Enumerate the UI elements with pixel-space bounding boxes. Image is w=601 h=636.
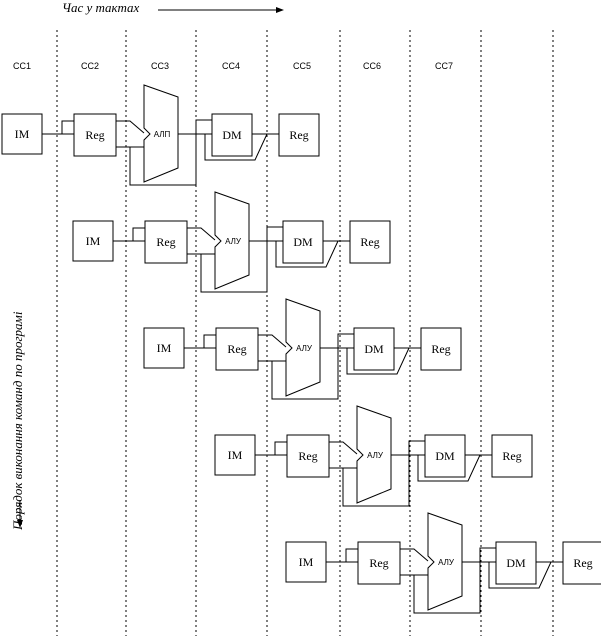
dm-label: DM [506,556,526,570]
alu-shape [285,298,321,397]
dm-label: DM [435,449,455,463]
reg-write-box [278,113,320,157]
alu-feedback-wire [342,455,410,507]
reg-write-label: Reg [289,128,308,142]
latch-wire [345,548,358,562]
axis-arrows [17,7,284,528]
reg-to-alu-wire-a [187,227,216,241]
alu-label: АЛУ [438,558,455,567]
mem-bypass-wire [488,561,552,589]
reg-read-label: Reg [227,342,246,356]
cycle-label: CC4 [222,61,240,71]
alu-feedback-wire [129,134,197,186]
dm-box [353,327,395,371]
dm-label: DM [222,128,242,142]
dm-box [495,541,537,585]
dm-box [282,220,324,264]
reg-read-box [286,434,330,478]
reg-read-box [144,220,188,264]
cycle-label: CC3 [151,61,169,71]
alu-label: АЛП [154,130,171,139]
reg-write-box [420,327,462,371]
im-label: IM [228,448,243,462]
reg-read-label: Reg [298,449,317,463]
cycle-labels: CC1 CC2 CC3 CC4 CC5 CC6 CC7 [13,61,453,71]
order-arrow-head [17,520,23,528]
time-arrow-head [276,7,284,13]
instruction-row: IM Reg АЛУ DM Reg [285,512,601,614]
reg-read-label: Reg [369,556,388,570]
latch-wire [274,441,287,455]
alu-feedback-wire [413,562,481,614]
cycle-label: CC6 [363,61,381,71]
latch-wire [203,334,216,348]
reg-write-box [491,434,533,478]
latch-wire [61,120,74,134]
alu-label: АЛУ [225,237,242,246]
dm-box [424,434,466,478]
reg-write-label: Reg [360,235,379,249]
im-label: IM [157,341,172,355]
alu-latch-wire [266,226,283,241]
alu-latch-wire [337,333,354,348]
instruction-row: IM Reg АЛУ DM Reg [214,405,533,507]
reg-write-label: Reg [502,449,521,463]
im-label: IM [299,555,314,569]
reg-write-label: Reg [431,342,450,356]
mem-bypass-wire [204,133,268,161]
cycle-label: CC2 [81,61,99,71]
reg-write-box [349,220,391,264]
dm-label: DM [364,342,384,356]
alu-shape [356,405,392,504]
instruction-row: IM Reg АЛП DM Reg [1,84,320,186]
alu-latch-wire [195,119,212,134]
dm-label: DM [293,235,313,249]
alu-label: АЛУ [367,451,384,460]
alu-feedback-wire [200,241,268,293]
cycle-gridlines [56,30,554,636]
cycle-label: CC1 [13,61,31,71]
alu-label: АЛУ [296,344,313,353]
alu-shape [214,191,250,290]
mem-bypass-wire [275,240,339,268]
mem-bypass-wire [417,454,481,482]
reg-to-alu-wire-a [400,548,429,562]
reg-write-box [562,541,601,585]
im-label: IM [86,234,101,248]
reg-to-alu-wire-a [116,120,145,134]
cycle-label: CC7 [435,61,453,71]
reg-read-label: Reg [85,128,104,142]
reg-read-box [215,327,259,371]
latch-wire [132,227,145,241]
reg-read-box [357,541,401,585]
alu-feedback-wire [271,348,339,400]
reg-to-alu-wire-a [329,441,358,455]
alu-shape [143,84,179,183]
dm-box [211,113,253,157]
instruction-row: IM Reg АЛУ DM Reg [143,298,462,400]
alu-shape [427,512,463,611]
time-axis-label: Час у тактах [62,0,140,15]
reg-read-label: Reg [156,235,175,249]
reg-write-label: Reg [573,556,592,570]
alu-latch-wire [479,547,496,562]
alu-latch-wire [408,440,425,455]
im-label: IM [15,127,30,141]
mem-bypass-wire [346,347,410,375]
instruction-row: IM Reg АЛУ DM Reg [72,191,391,293]
reg-read-box [73,113,117,157]
reg-to-alu-wire-a [258,334,287,348]
cycle-label: CC5 [293,61,311,71]
